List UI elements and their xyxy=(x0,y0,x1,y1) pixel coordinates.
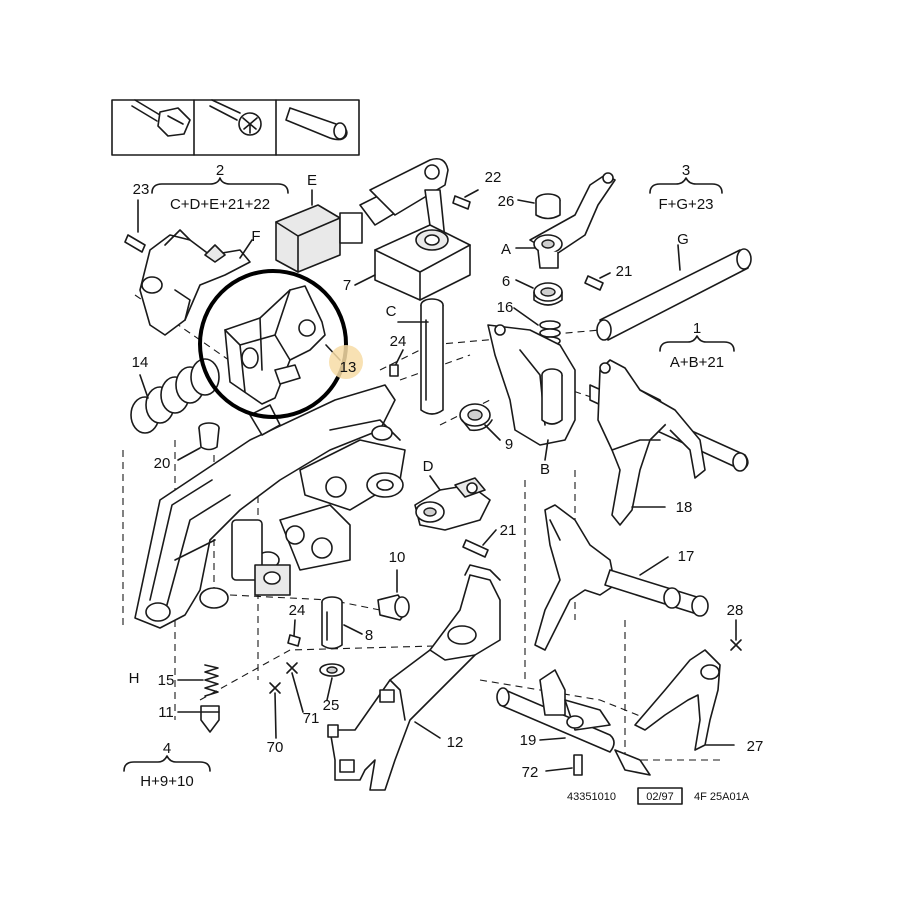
label-27: 27 xyxy=(747,738,764,755)
ball-plunger-11 xyxy=(200,705,220,733)
lever-a xyxy=(529,172,616,269)
selector-lever-12 xyxy=(327,564,501,791)
pin-24-lower xyxy=(287,634,301,647)
label-15: 15 xyxy=(158,672,175,689)
cap-26 xyxy=(535,193,561,220)
label-18: 18 xyxy=(676,499,693,516)
interlock-bracket-13 xyxy=(224,285,326,405)
footer-code: 4F 25A01A xyxy=(694,791,750,803)
lever-upper-arm xyxy=(369,157,449,241)
label-72: 72 xyxy=(522,764,539,781)
bracket-b xyxy=(487,324,576,446)
label-17: 17 xyxy=(678,548,695,565)
fork-18 xyxy=(589,359,749,526)
label-a: A xyxy=(501,241,511,258)
label-11: 11 xyxy=(158,704,174,721)
label-2-sub: C+D+E+21+22 xyxy=(170,196,270,213)
mark-28 xyxy=(730,639,742,651)
label-e: E xyxy=(307,172,317,189)
label-1-sub: A+B+21 xyxy=(670,354,724,371)
label-20: 20 xyxy=(154,455,171,472)
brace-3 xyxy=(649,177,723,194)
selector-19 xyxy=(496,669,651,776)
pin-24-upper xyxy=(389,364,399,377)
bearing-6 xyxy=(533,282,563,306)
pin-8 xyxy=(321,596,343,650)
label-7: 7 xyxy=(343,277,351,294)
label-g: G xyxy=(677,231,689,248)
spring-15 xyxy=(204,664,219,697)
spring-14 xyxy=(130,358,220,434)
pin-22 xyxy=(452,195,471,210)
selector-f xyxy=(139,229,251,336)
torx-bolt-icon xyxy=(209,99,262,136)
label-4-sub: H+9+10 xyxy=(140,773,193,790)
label-10: 10 xyxy=(389,549,406,566)
selector-housing xyxy=(134,384,406,629)
label-22: 22 xyxy=(485,169,502,186)
pin-72 xyxy=(573,754,583,776)
bush-10 xyxy=(377,594,410,621)
fork-27 xyxy=(634,649,721,751)
label-14: 14 xyxy=(132,354,149,371)
label-c: C xyxy=(386,303,397,320)
label-26: 26 xyxy=(498,193,515,210)
label-12: 12 xyxy=(447,734,464,751)
label-3: 3 xyxy=(682,162,690,179)
fork-17 xyxy=(534,504,709,651)
label-25: 25 xyxy=(323,697,340,714)
label-28: 28 xyxy=(727,602,744,619)
mark-71 xyxy=(286,662,298,674)
highlight-badge-13 xyxy=(329,345,363,379)
pin-23 xyxy=(124,234,146,253)
label-8: 8 xyxy=(365,627,373,644)
lever-d xyxy=(414,477,491,531)
label-71: 71 xyxy=(303,710,320,727)
washer-25 xyxy=(319,663,345,677)
lever-7-base xyxy=(374,224,471,301)
brace-4 xyxy=(123,755,211,772)
label-2: 2 xyxy=(216,162,224,179)
highlight-ring xyxy=(198,269,348,419)
pin-21-upper xyxy=(584,275,604,291)
label-21-lower: 21 xyxy=(500,522,517,539)
pin-21-lower xyxy=(462,539,489,558)
plunger-20 xyxy=(198,422,220,451)
label-f: F xyxy=(251,228,260,245)
label-1: 1 xyxy=(693,320,701,337)
bush-9 xyxy=(459,403,493,432)
label-24-lower: 24 xyxy=(289,602,306,619)
dowel-pin-icon xyxy=(285,107,348,141)
brace-1 xyxy=(659,335,735,352)
label-24-upper: 24 xyxy=(390,333,407,350)
diagram-footer: 43351010 02/97 4F 25A01A xyxy=(567,787,750,805)
footer-date: 02/97 xyxy=(646,791,674,803)
label-3-sub: F+G+23 xyxy=(658,196,713,213)
hex-bolt-icon xyxy=(131,99,191,137)
brace-2 xyxy=(151,177,289,194)
shaft-c xyxy=(420,298,444,415)
label-6: 6 xyxy=(502,273,510,290)
label-70: 70 xyxy=(267,739,284,756)
callout-labels: 2 C+D+E+21+22 3 F+G+23 1 A+B+21 4 H+9+10… xyxy=(129,162,764,790)
label-19: 19 xyxy=(520,732,537,749)
label-9: 9 xyxy=(505,436,513,453)
label-d: D xyxy=(423,458,434,475)
fastener-legend-box xyxy=(111,99,360,156)
label-21-upper: 21 xyxy=(616,263,633,280)
label-13: 13 xyxy=(340,359,357,376)
label-16: 16 xyxy=(497,299,514,316)
label-4: 4 xyxy=(163,740,171,757)
label-b: B xyxy=(540,461,550,478)
shaft-g xyxy=(596,248,752,341)
mark-70 xyxy=(269,682,281,694)
label-23: 23 xyxy=(133,181,150,198)
label-h: H xyxy=(129,670,140,687)
footer-ref: 43351010 xyxy=(567,791,616,803)
